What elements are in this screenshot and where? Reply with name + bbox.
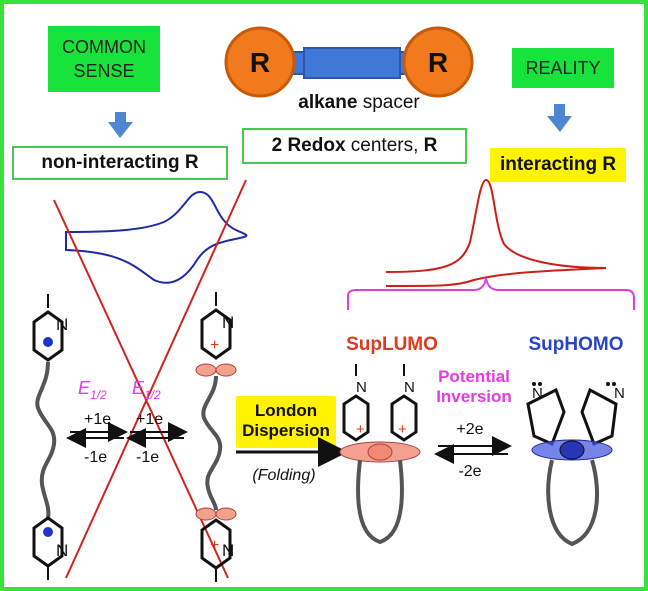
molecule-left: [32, 294, 64, 580]
cross-line-b: [65, 179, 247, 579]
n-label-5: N: [356, 379, 367, 396]
plus-sign-2: +: [210, 537, 219, 554]
folded-chain-lumo: [356, 459, 404, 545]
alkane-chain-middle: [201, 375, 223, 511]
r-left-label: R: [250, 47, 270, 78]
n-label-2: N: [56, 541, 68, 560]
alkane-chain-left: [35, 361, 57, 519]
redox-r-text: R: [423, 135, 438, 156]
spacer-center: [303, 47, 401, 79]
reality-box: REALITY: [512, 48, 614, 88]
minus-1e-label-b: -1e: [136, 449, 159, 466]
minus-2e-label: -2e: [458, 463, 481, 480]
alkane-spacer-label: alkane spacer: [274, 92, 444, 114]
folded-chain-homo: [546, 459, 599, 547]
n-label-4: N: [222, 541, 234, 560]
n-label-8: N: [614, 385, 625, 402]
n-label-6: N: [404, 379, 415, 396]
alkane-rest-text: spacer: [357, 92, 420, 113]
redox-center-right: [402, 26, 474, 98]
plus-2e-label: +2e: [456, 421, 483, 438]
e-half-label-2: E1/2: [132, 378, 161, 402]
r-right-label: R: [428, 47, 448, 78]
magenta-brace: [347, 277, 635, 310]
suplumo-structure: [339, 364, 421, 545]
label-line: Dispersion: [242, 421, 330, 440]
diagram-canvas: R R: [32, 26, 635, 582]
plus-1e-label-b: +1e: [136, 411, 163, 428]
n-label-1: N: [56, 315, 68, 334]
unpaired-electron-bottom: [43, 527, 53, 537]
cv-curve-reversible: [65, 190, 248, 284]
label-line: Inversion: [436, 387, 512, 406]
alkane-bold-text: alkane: [298, 92, 358, 113]
redox-center-left: [224, 26, 296, 98]
n-label-7: N: [532, 385, 543, 402]
plus-sign-3: +: [356, 421, 365, 438]
e-half-label-1: E1/2: [78, 378, 107, 402]
orbital-lobe-c: [195, 507, 217, 521]
suphomo-structure: [526, 382, 618, 547]
down-arrow-right: [547, 104, 572, 132]
plus-sign-1: +: [210, 337, 219, 354]
plus-1e-label-a: +1e: [84, 411, 111, 428]
london-dispersion-highlight: [236, 396, 336, 448]
redox-dimer-illustration: R R: [224, 26, 474, 98]
cv-curve-interacting: [385, 178, 607, 287]
down-arrow-left: [108, 112, 133, 138]
unpaired-electron-top: [43, 337, 53, 347]
redox-bold-text: 2 Redox: [271, 135, 346, 156]
suphomo-label: SupHOMO: [529, 334, 624, 355]
suplumo-label: SupLUMO: [346, 334, 438, 355]
folding-label: (Folding): [252, 467, 315, 484]
plus-sign-4: +: [398, 421, 407, 438]
orbital-lobe-a: [195, 363, 217, 377]
orbital-lobe-d: [215, 507, 237, 521]
minus-1e-label-a: -1e: [84, 449, 107, 466]
non-interacting-box: non-interacting R: [12, 146, 228, 180]
orbital-lobe-b: [215, 363, 237, 377]
common-sense-box: COMMON SENSE: [48, 26, 160, 92]
molecule-middle: [195, 292, 237, 582]
interacting-box: interacting R: [490, 148, 626, 182]
n-label-3: N: [222, 313, 234, 332]
redox-rest-text: centers,: [345, 135, 424, 156]
redox-centers-box: 2 Redox centers, R: [242, 128, 467, 164]
